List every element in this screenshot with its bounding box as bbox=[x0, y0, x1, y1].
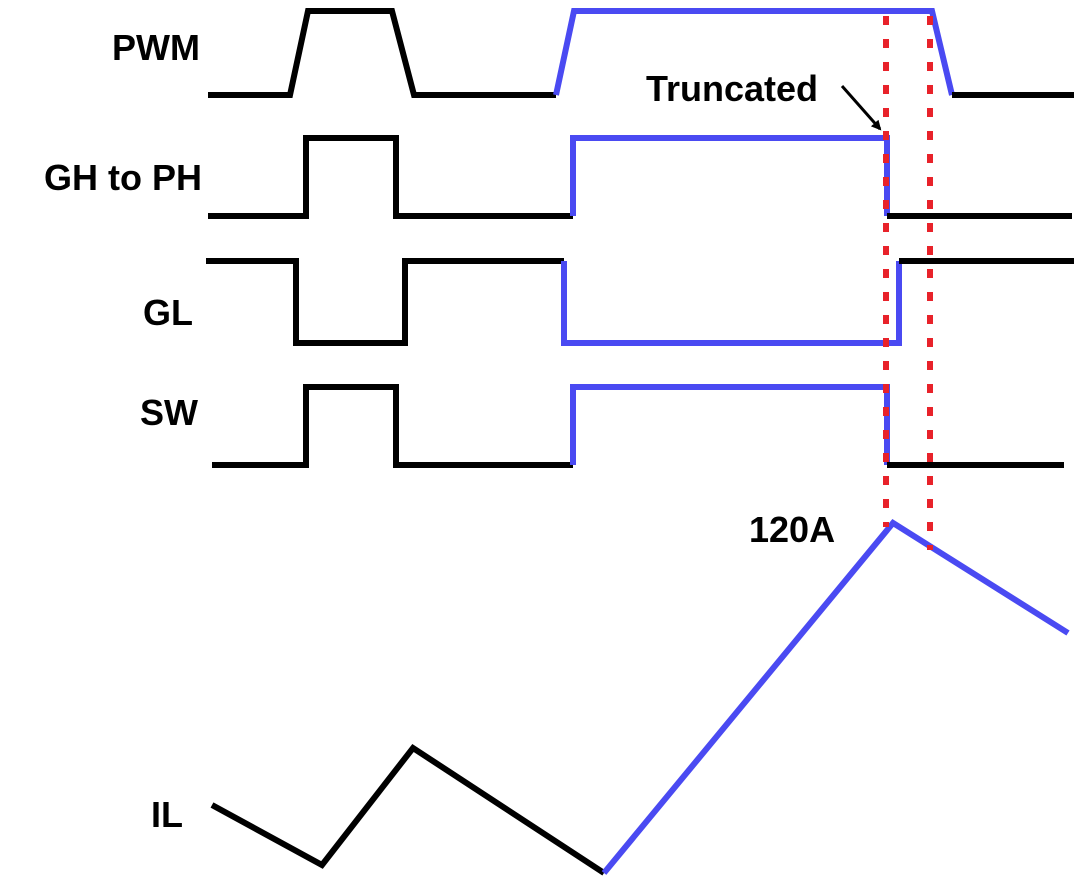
pwm-label: PWM bbox=[112, 27, 200, 68]
il-label: IL bbox=[151, 794, 183, 835]
peak-current-label: 120A bbox=[749, 509, 835, 550]
sw-trace-first-pulse bbox=[212, 384, 573, 468]
il-trace-ramp bbox=[601, 519, 1070, 875]
truncated-label: Truncated bbox=[646, 68, 818, 109]
pwm-trace-long-pulse bbox=[553, 8, 955, 96]
gl-trace-low-section bbox=[561, 261, 902, 346]
truncated-arrow bbox=[840, 85, 882, 131]
sw-trace-long-pulse bbox=[570, 384, 890, 465]
pwm-trace-first-pulse bbox=[208, 8, 556, 98]
gl-trace-first-section bbox=[206, 258, 564, 346]
sw-label: SW bbox=[140, 392, 198, 433]
gh-to-ph-trace-long-pulse bbox=[570, 135, 890, 216]
il-trace-first-cycle bbox=[210, 743, 606, 876]
gh-to-ph-trace-first-pulse bbox=[208, 135, 573, 219]
gl-label: GL bbox=[143, 292, 193, 333]
gh-to-ph-label: GH to PH bbox=[44, 157, 202, 198]
